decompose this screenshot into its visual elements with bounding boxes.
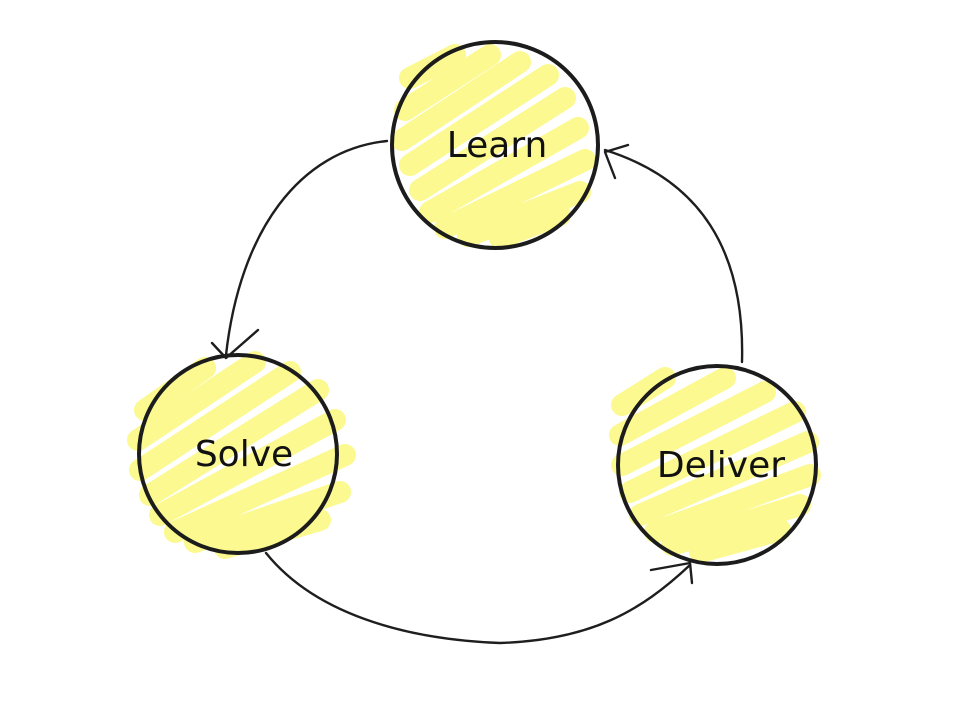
node-solve[interactable]: Solve <box>127 351 356 559</box>
deliver-circle <box>616 364 818 566</box>
edge-learn-to-solve-line <box>224 139 389 357</box>
edge-solve-to-deliver <box>264 551 694 645</box>
learn-fill <box>391 44 596 249</box>
solve-label: Solve <box>195 434 293 475</box>
edge-solve-to-deliver-line <box>264 551 692 645</box>
deliver-fill <box>609 367 821 563</box>
learn-label: Learn <box>447 125 548 166</box>
node-learn[interactable]: Learn <box>390 40 600 250</box>
edge-solve-to-deliver-arrowhead <box>649 561 694 585</box>
edge-deliver-to-learn <box>603 143 744 364</box>
edge-learn-to-solve-arrowhead <box>210 328 260 360</box>
learn-circle <box>390 40 600 250</box>
edge-learn-to-solve <box>210 139 389 360</box>
edge-deliver-to-learn-line <box>603 148 744 364</box>
node-deliver[interactable]: Deliver <box>609 364 821 566</box>
edge-deliver-to-learn-arrowhead <box>603 143 630 180</box>
solve-fill <box>127 351 356 559</box>
solve-circle <box>137 353 339 555</box>
deliver-label: Deliver <box>657 445 785 486</box>
